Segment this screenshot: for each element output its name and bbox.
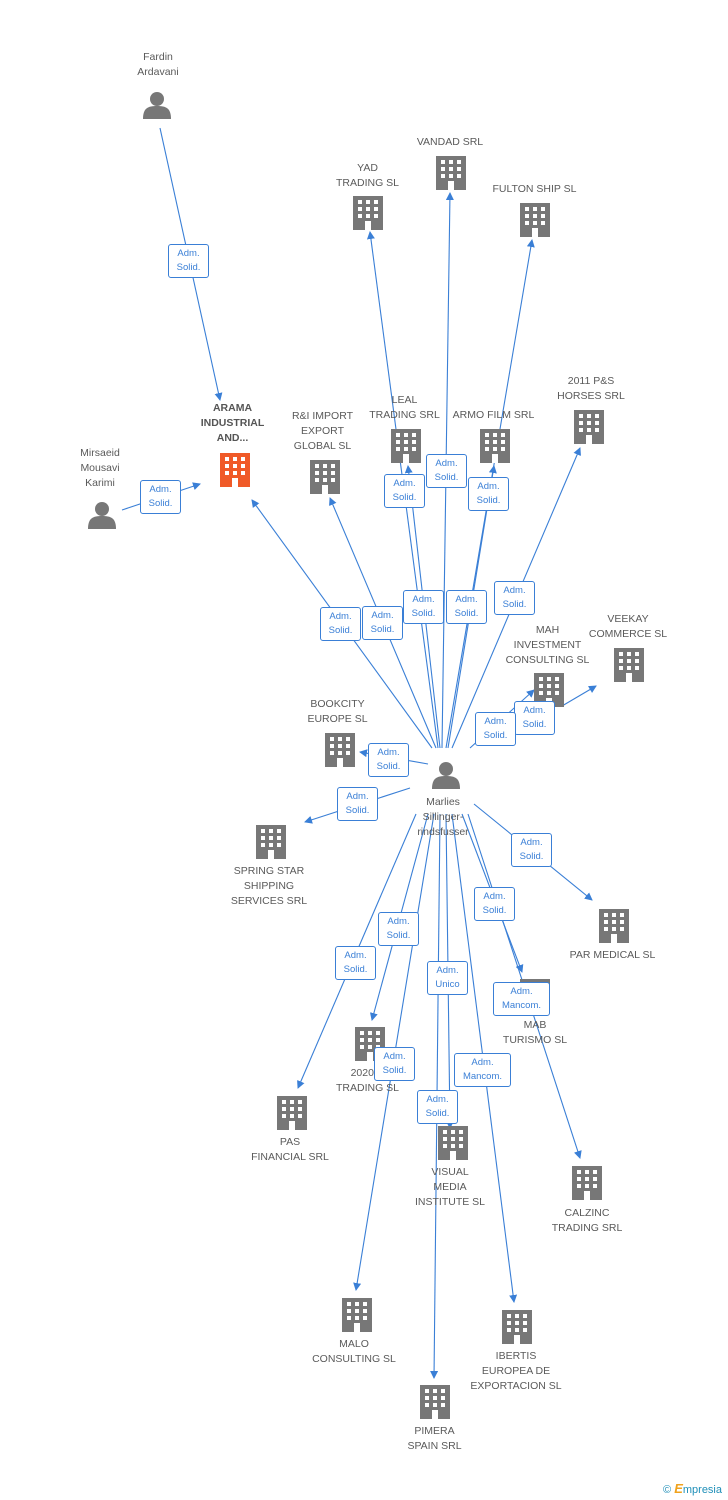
copyright-icon: © (663, 1484, 672, 1496)
node-ri-import-label[interactable]: R&I IMPORT EXPORT GLOBAL SL (291, 410, 354, 452)
person-icon (143, 92, 171, 119)
building-icon (572, 1166, 602, 1200)
node-arama-label[interactable]: ARAMA INDUSTRIAL AND... (200, 402, 265, 444)
node-mirsaeid-label[interactable]: Mirsaeid Mousavi Karimi (80, 447, 120, 489)
relation-tag[interactable]: Adm. Unico (427, 961, 468, 995)
person-icon (432, 762, 460, 789)
person-icon (88, 502, 116, 529)
building-icon (480, 429, 510, 463)
relation-tag[interactable]: Adm. Solid. (426, 454, 467, 488)
building-icon (520, 203, 550, 237)
building-icon (325, 733, 355, 767)
node-calzinc-label[interactable]: CALZINC TRADING SRL (551, 1207, 623, 1234)
relation-tag[interactable]: Adm. Solid. (337, 787, 378, 821)
building-icon (353, 196, 383, 230)
building-icon (220, 453, 250, 487)
building-icon (277, 1096, 307, 1130)
relation-tag[interactable]: Adm. Mancom. (454, 1053, 511, 1087)
building-icon (438, 1126, 468, 1160)
relation-tag[interactable]: Adm. Mancom. (493, 982, 550, 1016)
relation-tag[interactable]: Adm. Solid. (140, 480, 181, 514)
building-icon (614, 648, 644, 682)
node-vandad-label[interactable]: VANDAD SRL (416, 136, 484, 148)
node-armo-label[interactable]: ARMO FILM SRL (452, 409, 535, 421)
node-yad-label[interactable]: YAD TRADING SL (335, 162, 399, 189)
building-icon (310, 460, 340, 494)
node-r2020-label[interactable]: 2020 R TRADING SL (335, 1067, 399, 1094)
node-mah-label[interactable]: MAH INVESTMENT CONSULTING SL (505, 624, 590, 666)
relation-tag[interactable]: Adm. Solid. (468, 477, 509, 511)
relation-tag[interactable]: Adm. Solid. (168, 244, 209, 278)
building-icon (420, 1385, 450, 1419)
node-marlies-label[interactable]: Marlies Sillinger- rindsfusser (417, 796, 469, 838)
building-icon (436, 156, 466, 190)
building-icon (599, 909, 629, 943)
relation-tag[interactable]: Adm. Solid. (474, 887, 515, 921)
relation-tag[interactable]: Adm. Solid. (511, 833, 552, 867)
node-pimera-label[interactable]: PIMERA SPAIN SRL (407, 1425, 462, 1452)
node-visual-label[interactable]: VISUAL MEDIA INSTITUTE SL (414, 1166, 485, 1208)
relation-tag[interactable]: Adm. Solid. (403, 590, 444, 624)
brand-logo-text: mpresia (682, 1484, 722, 1496)
relation-tag[interactable]: Adm. Solid. (335, 946, 376, 980)
relation-tag[interactable]: Adm. Solid. (494, 581, 535, 615)
edges (121, 127, 597, 1379)
node-leal-label[interactable]: LEAL TRADING SRL (369, 394, 440, 421)
relation-tag[interactable]: Adm. Solid. (514, 701, 555, 735)
building-icon (256, 825, 286, 859)
building-icon (574, 410, 604, 444)
relation-tag[interactable]: Adm. Solid. (368, 743, 409, 777)
brand-logo-initial: E (674, 1481, 683, 1496)
node-springstar-label[interactable]: SPRING STAR SHIPPING SERVICES SRL (230, 865, 308, 907)
brand-footer[interactable]: © Empresia (663, 1481, 722, 1496)
node-pas-label[interactable]: PAS FINANCIAL SRL (251, 1136, 329, 1163)
edge-mah-veekay (561, 685, 597, 707)
node-fardin-label[interactable]: Fardin Ardavani (137, 51, 179, 78)
node-horses-label[interactable]: 2011 P&S HORSES SRL (557, 375, 625, 402)
building-icon (391, 429, 421, 463)
node-mab-label[interactable]: MAB TURISMO SL (502, 1019, 568, 1046)
relation-tag[interactable]: Adm. Solid. (320, 607, 361, 641)
relation-tag[interactable]: Adm. Solid. (475, 712, 516, 746)
relation-tag[interactable]: Adm. Solid. (446, 590, 487, 624)
node-bookcity-label[interactable]: BOOKCITY EUROPE SL (307, 698, 368, 725)
relation-tag[interactable]: Adm. Solid. (362, 606, 403, 640)
relation-tag[interactable]: Adm. Solid. (378, 912, 419, 946)
relation-tag[interactable]: Adm. Solid. (417, 1090, 458, 1124)
building-icon (342, 1298, 372, 1332)
node-ibertis-label[interactable]: IBERTIS EUROPEA DE EXPORTACION SL (470, 1350, 562, 1392)
relation-tag[interactable]: Adm. Solid. (384, 474, 425, 508)
node-veekay-label[interactable]: VEEKAY COMMERCE SL (588, 613, 668, 640)
node-fulton-label[interactable]: FULTON SHIP SL (492, 183, 577, 195)
relation-tag[interactable]: Adm. Solid. (374, 1047, 415, 1081)
node-parmedical-label[interactable]: PAR MEDICAL SL (569, 949, 656, 961)
building-icon (502, 1310, 532, 1344)
node-malo-label[interactable]: MALO CONSULTING SL (312, 1338, 396, 1365)
